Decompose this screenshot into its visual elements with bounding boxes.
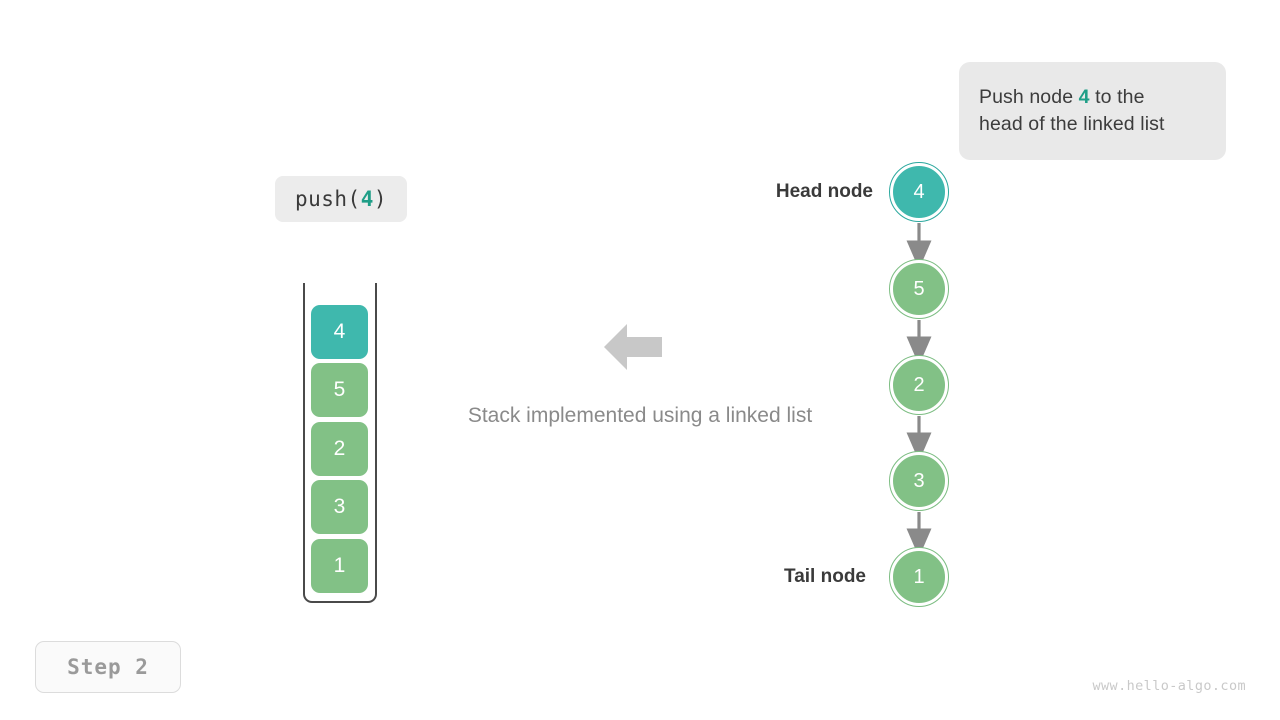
stack-cell-value: 4 (333, 320, 346, 343)
operation-prefix: push( (294, 187, 361, 211)
callout-text-after: to the (1089, 86, 1145, 108)
linked-list-node-value: 5 (913, 277, 925, 300)
linked-list-node: 2 (890, 356, 948, 414)
linked-list-node-value: 1 (913, 565, 925, 588)
linked-list-node: 4 (890, 163, 948, 221)
callout-line-1: Push node 4 to the (979, 84, 1206, 111)
linked-list-node: 5 (890, 260, 948, 318)
stack-cell: 4 (311, 305, 368, 359)
step-badge: Step 2 (35, 641, 181, 693)
operation-suffix: ) (373, 187, 388, 211)
callout-text-before: Push node (979, 86, 1079, 108)
left-block-arrow-icon (604, 324, 662, 370)
operation-argument: 4 (360, 187, 374, 211)
linked-list-node: 1 (890, 548, 948, 606)
operation-chip: push(4) (275, 176, 407, 222)
stack-cell-value: 3 (333, 495, 346, 518)
stack-cell: 5 (311, 363, 368, 417)
stack-floor (303, 587, 377, 603)
stack-cell-value: 2 (333, 437, 346, 460)
tail-node-label: Tail node (784, 566, 866, 587)
stack-cell-value: 5 (333, 378, 346, 401)
callout-box: Push node 4 to the head of the linked li… (959, 62, 1226, 160)
stack-cell: 2 (311, 422, 368, 476)
diagram-caption-text: Stack implemented using a linked list (467, 404, 813, 427)
callout-highlight-value: 4 (1078, 86, 1090, 108)
linked-list-node: 3 (890, 452, 948, 510)
stack-cell-value: 1 (333, 554, 346, 577)
stack-wall-right (375, 283, 377, 589)
stack-cell: 1 (311, 539, 368, 593)
watermark: www.hello-algo.com (1092, 678, 1246, 694)
head-node-label: Head node (775, 181, 873, 202)
diagram-caption: Stack implemented using a linked list (0, 404, 1280, 428)
stack-wall-left (303, 283, 305, 589)
stack-container (303, 283, 377, 603)
linked-list-node-value: 3 (913, 469, 925, 492)
linked-list-node-value: 4 (913, 180, 925, 203)
stack-cell: 3 (311, 480, 368, 534)
callout-line-2: head of the linked list (979, 113, 1165, 135)
linked-list-node-value: 2 (913, 373, 925, 396)
